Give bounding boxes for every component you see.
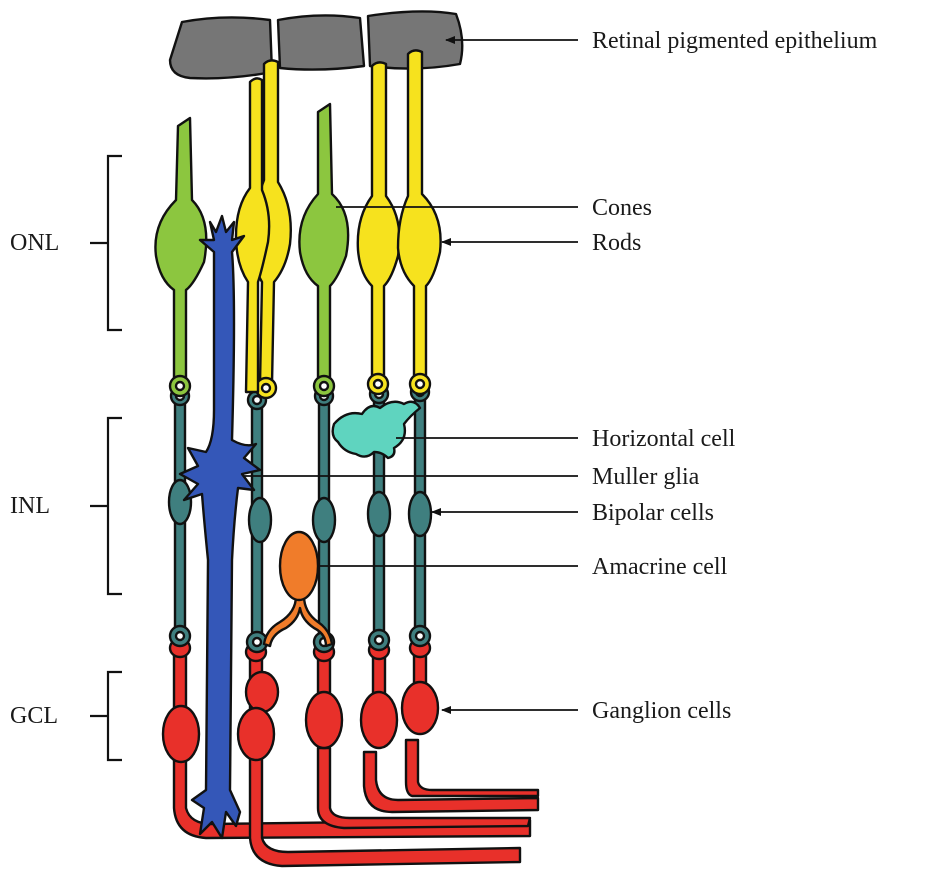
layer-label-gcl: GCL	[10, 703, 58, 729]
rod-cell	[398, 50, 441, 394]
label-horizontal-cell: Horizontal cell	[592, 426, 736, 452]
layer-label-inl: INL	[10, 493, 50, 519]
bipolar-cell	[169, 387, 191, 646]
label-cones: Cones	[592, 195, 652, 221]
ganglion-cell	[238, 643, 278, 760]
layer-label-onl: ONL	[10, 230, 59, 256]
gcl-bracket	[90, 672, 122, 760]
layer-brackets	[90, 156, 122, 760]
bipolar-cell	[247, 391, 271, 652]
ganglion-cell	[163, 639, 199, 762]
ganglion-axon	[364, 752, 538, 812]
bipolar-cell	[409, 383, 431, 646]
ganglion-cell	[402, 639, 438, 734]
cone-cell	[155, 118, 206, 396]
ganglion-cell	[306, 643, 342, 748]
horizontal-cell	[333, 402, 420, 458]
label-amacrine-cell: Amacrine cell	[592, 554, 728, 580]
rod-cell	[358, 62, 400, 394]
inl-bracket	[90, 418, 122, 594]
label-muller-glia: Muller glia	[592, 464, 700, 490]
onl-bracket	[90, 156, 122, 330]
epithelium-cell-2	[278, 15, 364, 69]
label-bipolar-cells: Bipolar cells	[592, 500, 714, 526]
label-retinal-pigmented-epithelium: Retinal pigmented epithelium	[592, 28, 878, 54]
label-ganglion-cells: Ganglion cells	[592, 698, 731, 724]
epithelium-cell-1	[170, 17, 272, 78]
label-rods: Rods	[592, 230, 641, 256]
ganglion-axon	[406, 740, 538, 796]
ganglion-cells	[163, 639, 438, 762]
cone-cell	[299, 104, 348, 396]
bipolar-cell	[313, 387, 335, 652]
ganglion-cell	[361, 641, 397, 748]
